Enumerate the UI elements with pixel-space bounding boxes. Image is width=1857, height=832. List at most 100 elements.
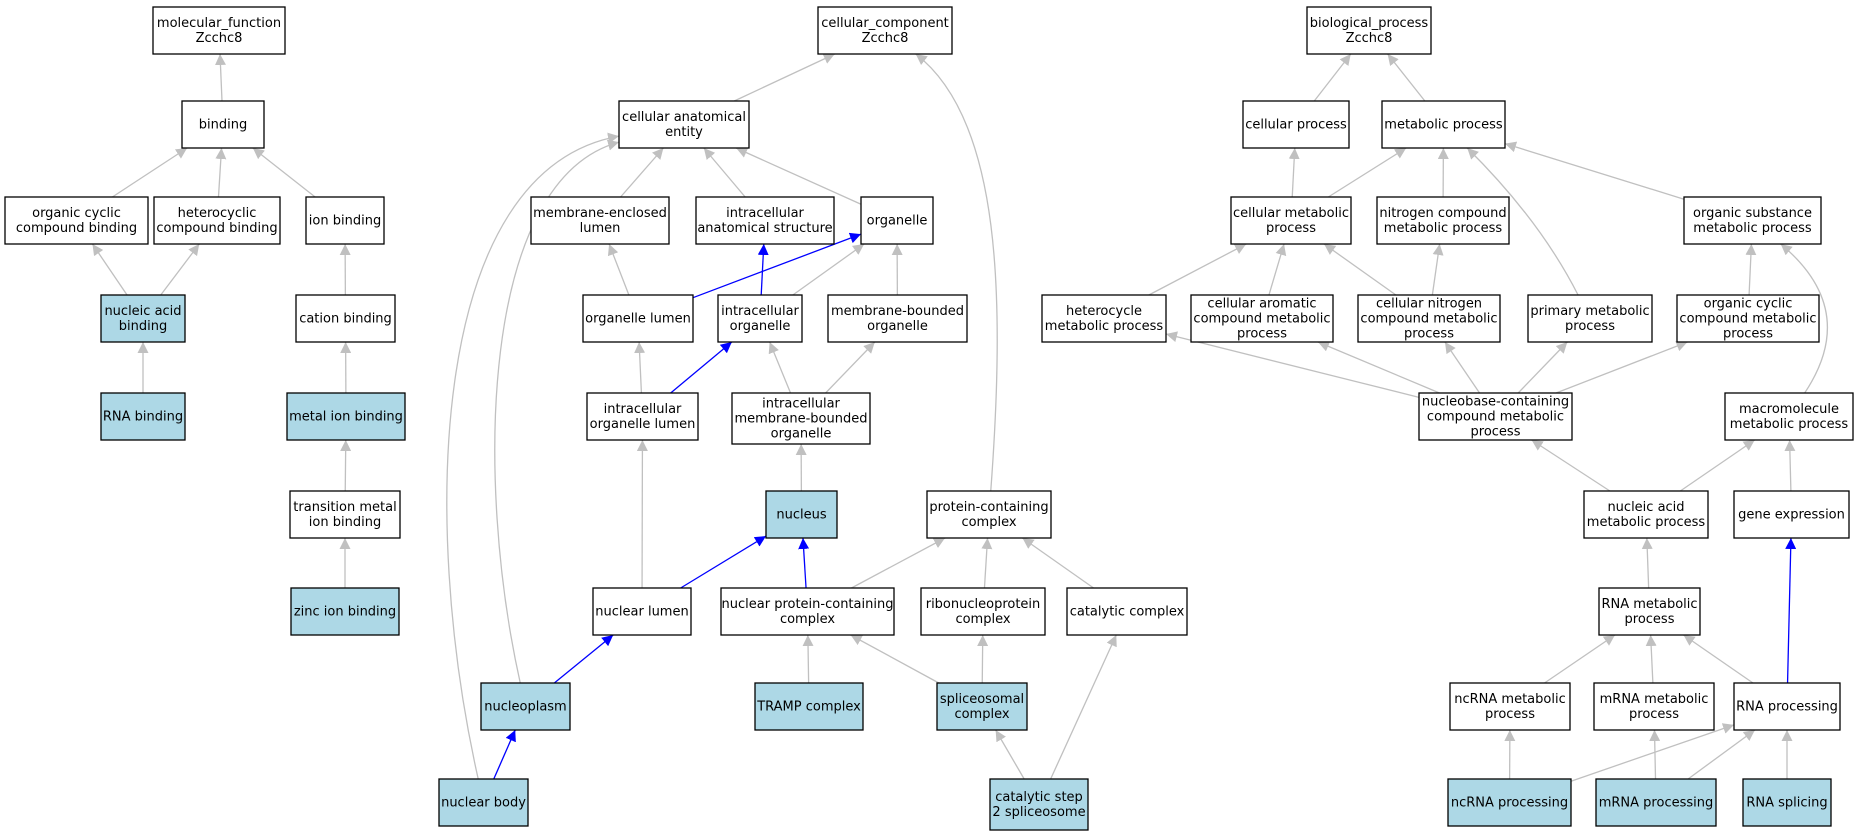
node-box (480, 682, 571, 731)
edge (981, 537, 993, 589)
edge (1317, 341, 1440, 394)
node-box (695, 196, 835, 245)
edge-rna_proc-to-gene_expr (1785, 537, 1797, 684)
edge (850, 634, 940, 684)
node-label: metabolic process (1693, 221, 1812, 236)
node-nuclear-body[interactable]: nuclear body (438, 778, 529, 827)
edge-intra_organelle-to-intra_anat (757, 243, 769, 296)
node-box (153, 196, 281, 245)
node-label: lumen (580, 221, 621, 236)
node-metab-proc[interactable]: metabolic process (1381, 100, 1506, 149)
node-label: transition metal (293, 500, 396, 515)
node-binding[interactable]: binding (181, 100, 265, 149)
edge (733, 53, 836, 102)
edge (798, 537, 810, 589)
edge (1784, 439, 1796, 492)
edge (680, 535, 767, 589)
node-rna-bind[interactable]: RNA binding (100, 392, 186, 441)
node-box (1242, 100, 1350, 149)
node-label: process (1266, 221, 1316, 236)
node-nucleoplasm[interactable]: nucleoplasm (480, 682, 571, 731)
node-box (1449, 682, 1571, 731)
node-organelle-lumen[interactable]: organelle lumen (582, 294, 694, 343)
edge-nucleobase_metab-to-hetero_metab (1165, 331, 1420, 398)
edge-cat_step2-to-spliceosomal (995, 729, 1025, 780)
node-ncrna-proc[interactable]: ncRNA processing (1447, 778, 1572, 827)
edge (757, 243, 769, 296)
edge-het_bind-to-binding (215, 147, 227, 198)
edge (802, 634, 814, 684)
node-cation-bind[interactable]: cation binding (295, 294, 396, 343)
node-box (720, 587, 895, 636)
node-label: heterocyclic (178, 206, 257, 221)
edge-cat_step2-to-catalytic_complex (1050, 634, 1117, 780)
edge-cell_metab-to-metab_proc (1327, 147, 1407, 198)
edge (1517, 341, 1568, 394)
node-zinc-ion-bind[interactable]: zinc ion binding (290, 587, 400, 636)
edge-nuclear_body-to-nucleoplasm (493, 729, 516, 780)
node-box (4, 196, 149, 245)
node-rna-splicing[interactable]: RNA splicing (1742, 778, 1832, 827)
node-box (290, 587, 400, 636)
node-box (152, 6, 286, 55)
node-nucleus[interactable]: nucleus (765, 490, 838, 539)
node-label: nucleus (776, 508, 826, 523)
node-label: protein-containing (929, 500, 1048, 515)
node-rna-proc[interactable]: RNA processing (1733, 682, 1841, 731)
node-box (1447, 778, 1572, 827)
node-label: compound binding (16, 221, 137, 236)
node-organelle[interactable]: organelle (860, 196, 934, 245)
edge-intra_organelle-to-organelle (792, 243, 865, 296)
node-ion-bind[interactable]: ion binding (305, 196, 385, 245)
edge (1165, 331, 1420, 398)
node-label: organic cyclic (32, 206, 121, 221)
node-box (1306, 6, 1432, 55)
node-label: compound metabolic (1427, 410, 1564, 425)
node-nuclear-lumen[interactable]: nuclear lumen (592, 587, 692, 636)
edge (735, 147, 862, 205)
node-label: metabolic process (1730, 417, 1849, 432)
node-catalytic-complex[interactable]: catalytic complex (1066, 587, 1188, 636)
node-metal-ion-bind[interactable]: metal ion binding (286, 392, 406, 441)
node-label: nucleobase-containing (1422, 395, 1569, 410)
edge-mrna_metab-to-rna_metab (1645, 634, 1657, 684)
node-tramp[interactable]: TRAMP complex (754, 682, 864, 731)
node-cell-proc[interactable]: cellular process (1242, 100, 1350, 149)
node-label: ncRNA metabolic (1454, 692, 1565, 707)
node-mrna-proc[interactable]: mRNA processing (1595, 778, 1717, 827)
node-gene-expr[interactable]: gene expression (1733, 490, 1850, 539)
